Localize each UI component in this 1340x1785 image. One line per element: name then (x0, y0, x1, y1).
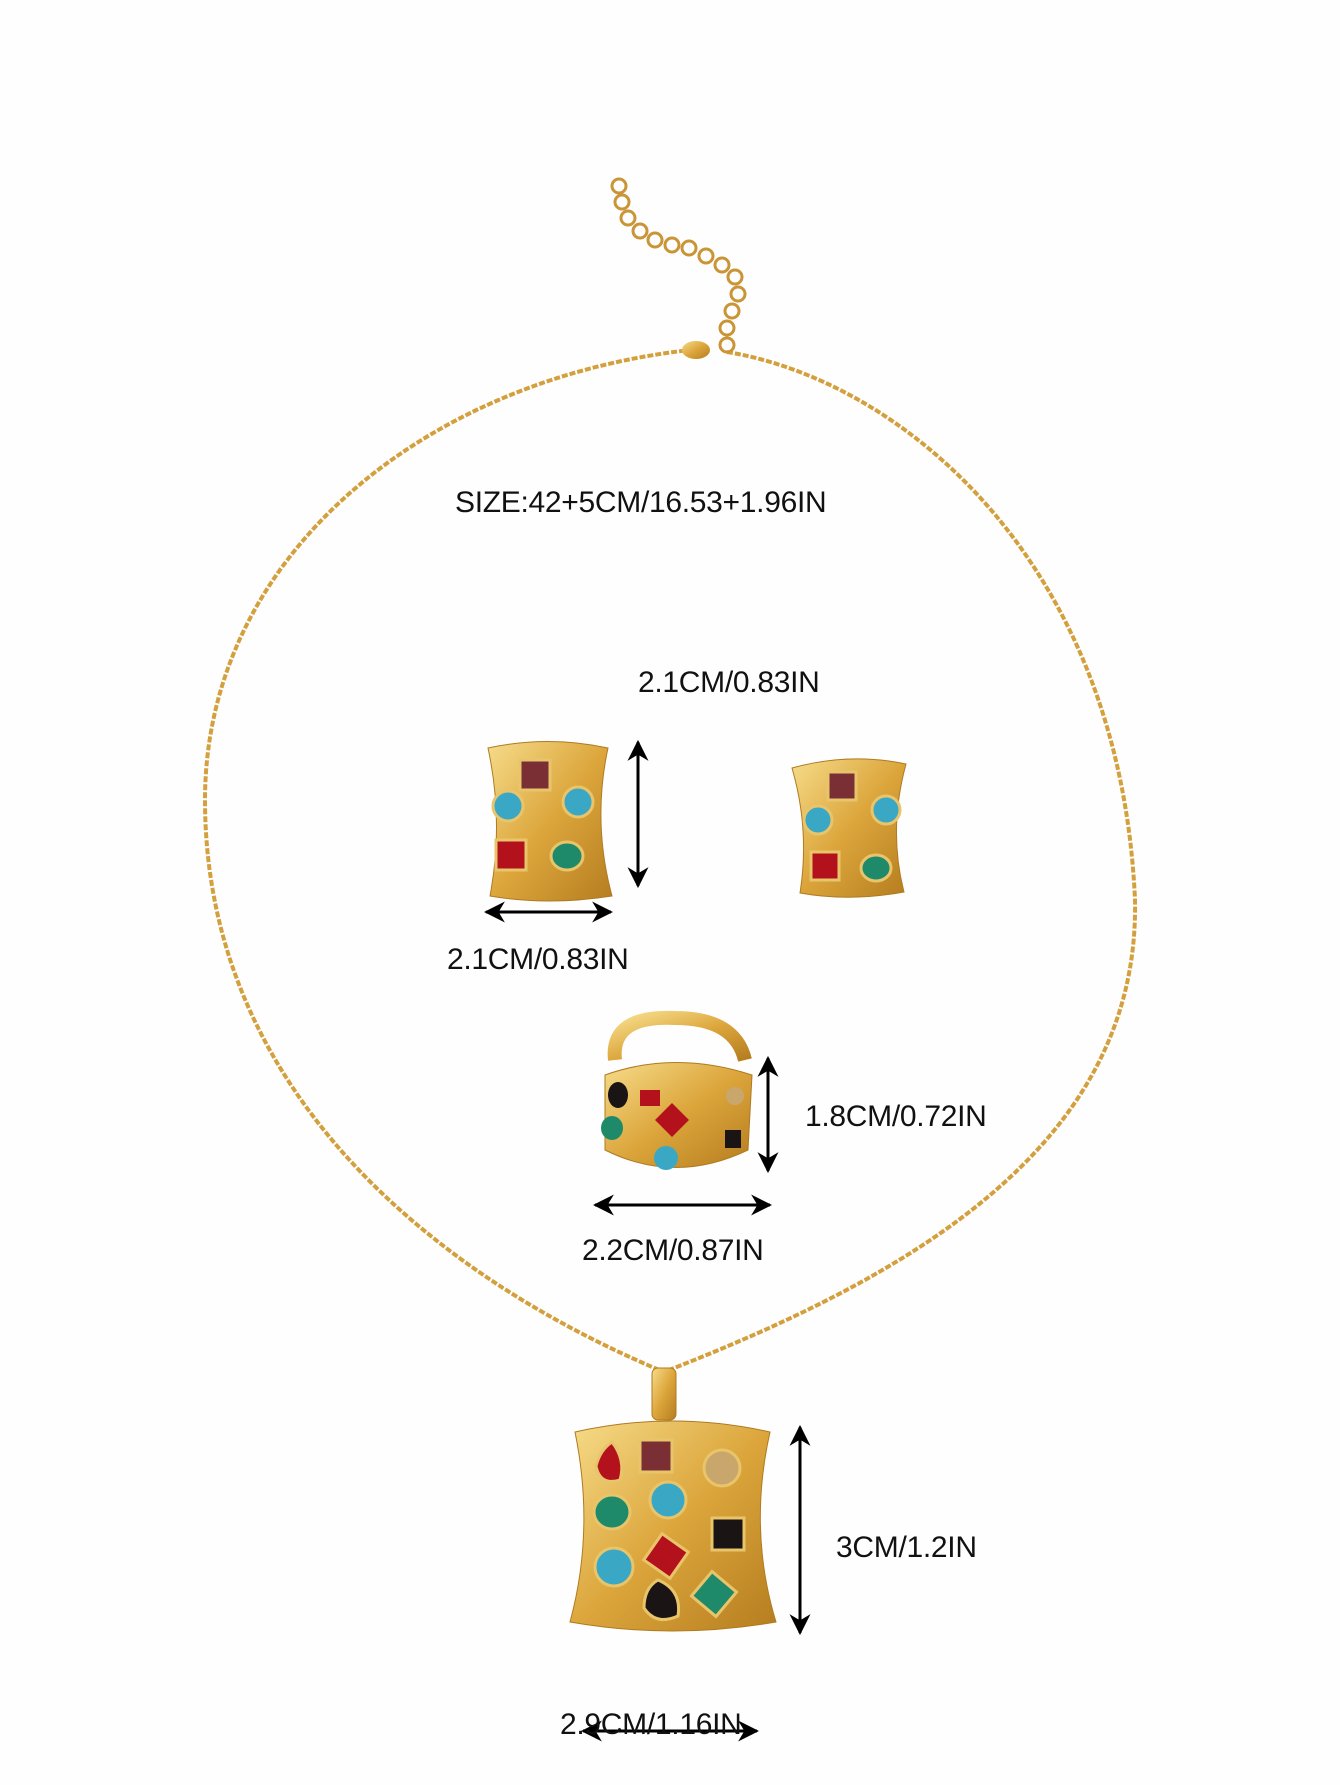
pendant-height-label: 3CM/1.2IN (836, 1531, 977, 1564)
earring-right (791, 758, 907, 898)
earring-width-label: 2.1CM/0.83IN (447, 943, 629, 976)
extender-chain (610, 177, 747, 354)
ring-width-label: 2.2CM/0.87IN (582, 1234, 764, 1267)
earring-height-label: 2.1CM/0.83IN (638, 666, 820, 699)
lobster-clasp (682, 341, 710, 359)
ring-height-label: 1.8CM/0.72IN (805, 1100, 987, 1133)
pendant (569, 1367, 777, 1632)
pendant-width-label: 2.9CM/1.16IN (560, 1708, 742, 1741)
ring (601, 1010, 753, 1170)
earring-left (487, 741, 613, 902)
necklace-size-label: SIZE:42+5CM/16.53+1.96IN (455, 486, 827, 519)
